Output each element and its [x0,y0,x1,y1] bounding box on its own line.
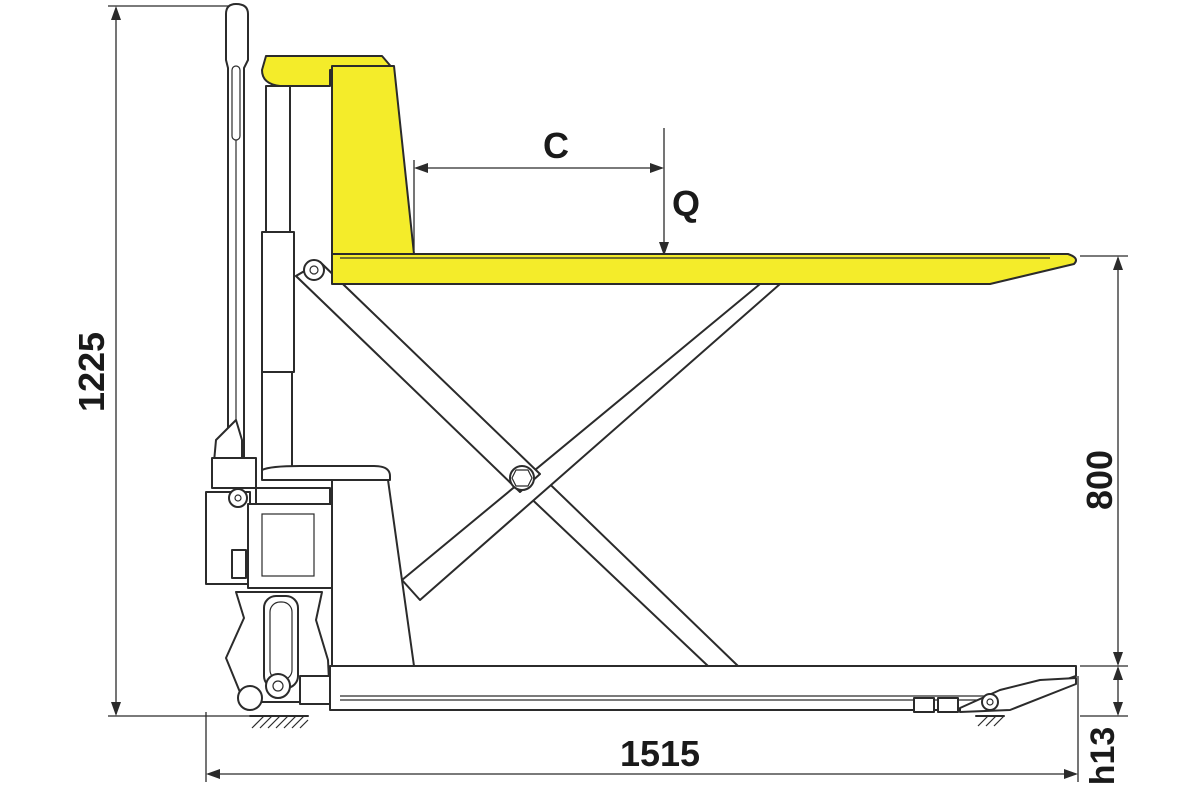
load-label: Q [672,183,700,224]
mast-housing [331,479,415,667]
load-arrow [659,128,669,256]
load-center-label: C [543,125,569,166]
dim-lift-height-label: 800 [1079,450,1120,510]
tiller-handle[interactable] [213,3,249,463]
dim-overall-height-label: 1225 [71,332,112,412]
ground-hatch-left [249,715,309,729]
dim-lowered-height [1080,666,1128,717]
dim-lowered-height-label: h13 [1084,727,1122,786]
load-roller [981,693,999,711]
dim-overall-height [108,5,250,717]
upper-pivot [303,259,325,281]
dim-lift-height [1080,255,1128,667]
dim-overall-length [205,676,1079,782]
scissor-pivot [509,465,535,491]
steering-wheel-assembly [225,591,331,711]
dim-load-center [413,160,664,250]
hydraulic-cylinder [261,85,295,473]
yellow-fork [261,55,1077,285]
dim-overall-length-label: 1515 [620,733,700,774]
lower-fork-frame [329,665,1077,713]
scissor-mechanism [295,259,781,667]
steer-wheel [237,685,263,711]
pump-unit [205,457,391,589]
ground-hatch-right [975,715,1005,727]
